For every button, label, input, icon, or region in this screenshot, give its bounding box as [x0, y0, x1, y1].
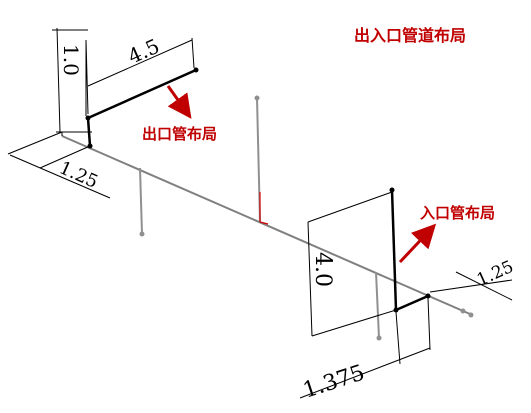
outlet-callout-label: 出口管布局	[142, 125, 217, 143]
inlet-pipe-vertical	[390, 189, 398, 311]
dim-outlet-offset-label: 1.25	[56, 157, 101, 192]
origin-marker-foot	[259, 221, 269, 225]
dim-inlet-height-label: 4.0	[310, 252, 335, 287]
dim-inlet-spacing	[299, 297, 431, 399]
axis-end-point-b	[468, 312, 474, 318]
dim-outlet-length-label: 4.5	[124, 34, 163, 69]
stub-center-top-point	[254, 95, 260, 101]
outlet-pipe-start-point	[85, 115, 91, 121]
outlet-pipe-horizontal	[87, 68, 197, 120]
vertical-stub-right	[375, 271, 380, 339]
dim-outlet-height-label: 1.0	[59, 44, 83, 76]
outlet-callout-arrow	[166, 85, 192, 119]
dim-inlet-offset	[429, 271, 513, 301]
outlet-pipe-end-point	[193, 67, 199, 73]
stub-left-end-point	[139, 231, 145, 237]
dim-outlet-offset	[7, 131, 111, 199]
dim-inlet-height	[307, 191, 397, 337]
vertical-stub-left	[139, 167, 143, 235]
dim-inlet-spacing-label: 1.375	[300, 360, 368, 403]
dim-inlet-offset-label: 1.25	[474, 257, 517, 291]
inlet-callout-arrow	[398, 223, 437, 264]
axis-end-point-a	[460, 308, 466, 314]
dim-outlet-length	[85, 37, 195, 116]
inlet-pipe-top-point	[389, 187, 395, 193]
diagram-title: 出入口管道布局	[354, 26, 466, 45]
inlet-pipe-horizontal	[395, 294, 429, 312]
stub-right-end-point	[376, 335, 382, 341]
main-axis-line	[61, 135, 471, 315]
inlet-callout-label: 入口管布局	[420, 204, 495, 222]
inlet-axis-point	[425, 293, 431, 299]
